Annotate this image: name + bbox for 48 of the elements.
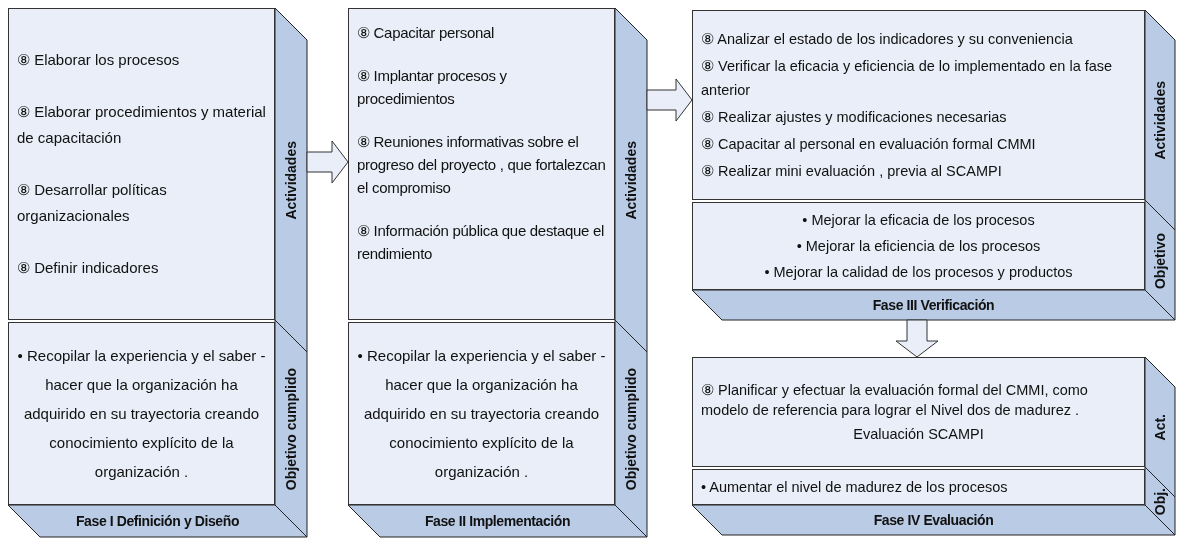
activity-item: ⑧ Desarrollar políticas organizacionales (17, 180, 168, 226)
activity-item: ⑧ Planificar y efectuar la evaluación formal del CMMI, como modelo de referencia para lograr el Nivel dos de madurez . (701, 381, 1089, 420)
side-label: Objetivo (1152, 233, 1168, 289)
phase-title: Fase III Verificación (872, 295, 995, 315)
side-label: Obj. (1152, 488, 1168, 516)
activity-item: ⑧ Capacitar personal (357, 23, 496, 43)
objective-item: • Aumentar el nivel de madurez de los procesos (701, 478, 1008, 497)
side-label: Actividades (623, 140, 639, 220)
side-label: Actividades (283, 140, 299, 220)
side-label: Actividades (1152, 80, 1168, 160)
activities-panel (692, 10, 1145, 200)
phase-title: Fase II Implementación (424, 511, 571, 531)
activity-item: ⑧ Elaborar los procesos (17, 50, 181, 70)
objective-panel (8, 322, 275, 505)
objective-item: • Mejorar la eficacia de los procesos (802, 211, 1035, 230)
phase-block (692, 357, 1175, 535)
activities-panel (348, 8, 615, 320)
activity-item: Evaluación SCAMPI (852, 425, 985, 444)
activity-item: ⑧ Información pública que destaque el rendimiento (357, 221, 606, 264)
block-arrow (895, 319, 939, 358)
activities-panel (692, 357, 1145, 467)
objective-item: • Recopilar la experiencia y el saber -hacer que la organización ha adquirido en su trayectoria creando conocimiento explícito de la organización . (16, 346, 267, 482)
activities-panel (8, 8, 275, 320)
phase-block (8, 8, 307, 537)
objective-panel (692, 469, 1145, 505)
activity-item: ⑧ Realizar mini evaluación , previa al SCAMPI (701, 162, 1003, 181)
activity-item: ⑧ Implantar procesos y procedimientos (357, 66, 508, 109)
activity-item: ⑧ Capacitar al personal en evaluación formal CMMI (701, 135, 1037, 154)
objective-panel (348, 322, 615, 505)
objective-item: • Mejorar la eficiencia de los procesos (796, 237, 1041, 256)
objective-item: • Mejorar la calidad de los procesos y productos (764, 263, 1073, 282)
activity-item: ⑧ Realizar ajustes y modificaciones necesarias (701, 108, 1008, 127)
block-arrow (646, 78, 693, 122)
side-label: Objetivo cumplido (623, 368, 639, 491)
block-arrow (306, 140, 349, 184)
activity-item: ⑧ Reuniones informativas sobre el progreso del proyecto , que fortalezcan el compromiso (357, 132, 606, 198)
phase-title: Fase IV Evaluación (873, 510, 994, 530)
side-label: Objetivo cumplido (283, 368, 299, 491)
activity-item: ⑧ Verificar la eficacia y eficiencia de lo implementado en la fase anterior (701, 57, 1114, 100)
objective-panel (692, 202, 1145, 290)
objective-item: • Recopilar la experiencia y el saber -hacer que la organización ha adquirido en su trayectoria creando conocimiento explícito de la organización . (356, 346, 607, 482)
activity-item: ⑧ Analizar el estado de los indicadores y su conveniencia (701, 30, 1074, 49)
activity-item: ⑧ Elaborar procedimientos y material de capacitación (17, 102, 266, 148)
activity-item: ⑧ Definir indicadores (17, 258, 160, 278)
phase-block (348, 8, 647, 537)
phase-block (692, 10, 1175, 320)
phase-title: Fase I Definición y Diseño (75, 511, 240, 531)
side-label: Act. (1152, 413, 1168, 441)
